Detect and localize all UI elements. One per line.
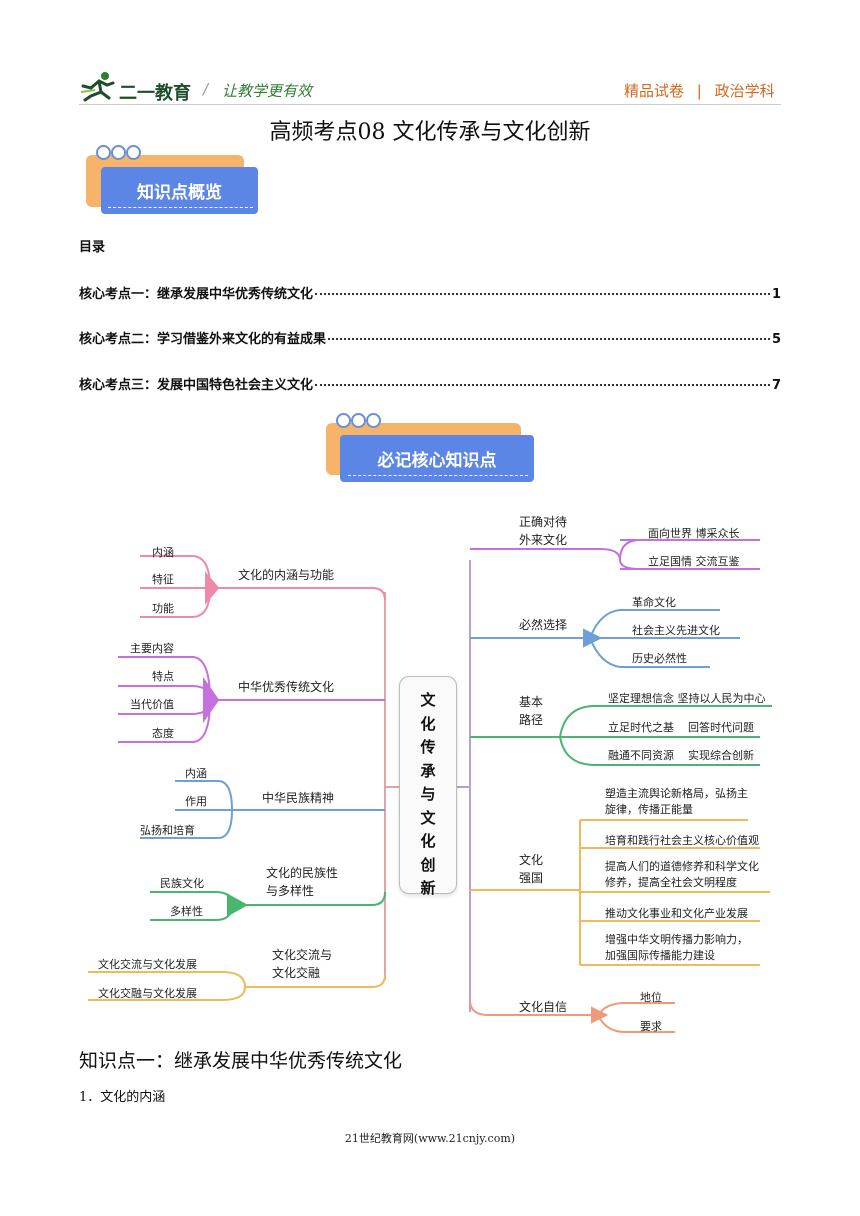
toc-item[interactable]: 核心考点三：发展中国特色社会主义文化 7 — [79, 374, 781, 393]
ring-icon — [96, 145, 111, 160]
badge-core: 必记核心知识点 — [326, 413, 538, 485]
mindmap-leaf: 弘扬和培育 — [140, 824, 195, 837]
mindmap-branch: 正确对待外来文化 — [519, 515, 568, 547]
mindmap-leaf: 态度 — [152, 727, 174, 740]
mindmap-leaf: 面向世界 博采众长 — [648, 527, 740, 540]
mindmap-leaf: 坚定理想信念 坚持以人民为中心 — [608, 692, 766, 705]
mindmap-center: 文化传承与文化创新 — [399, 676, 457, 897]
badge-overview-label: 知识点概览 — [101, 167, 258, 214]
ring-icon — [366, 413, 381, 428]
ring-icon — [126, 145, 141, 160]
mindmap-center-label: 文化传承与文化创新 — [420, 691, 436, 897]
toc-item-page: 1 — [771, 287, 781, 302]
mindmap-leaf: 推动文化事业和文化产业发展 — [605, 907, 748, 920]
header-right: 精品试卷 | 政治学科 — [624, 80, 775, 101]
mindmap-branch: 中华优秀传统文化 — [238, 680, 335, 694]
runner-logo-icon — [80, 72, 115, 102]
mindmap-leaf: 立足时代之基 回答时代问题 — [608, 721, 754, 734]
slogan: 让教学更有效 — [222, 82, 313, 100]
mindmap-leaf: 民族文化 — [160, 877, 204, 890]
page-footer: 21世纪教育网(www.21cnjy.com) — [344, 1132, 516, 1145]
toc-item-label: 核心考点二：学习借鉴外来文化的有益成果 — [79, 332, 327, 347]
mindmap-leaf: 培育和践行社会主义核心价值观 — [605, 834, 759, 847]
mindmap-leaf: 革命文化 — [632, 596, 676, 609]
mindmap-leaf: 地位 — [640, 991, 662, 1004]
slash-divider: / — [203, 80, 209, 98]
mindmap-branch: 文化强国 — [519, 853, 544, 885]
mindmap-leaf: 融通不同资源 实现综合创新 — [608, 749, 754, 762]
mindmap-connectors — [88, 539, 772, 1033]
toc-item[interactable]: 核心考点二：学习借鉴外来文化的有益成果 5 — [79, 328, 781, 347]
toc-item-label: 核心考点一：继承发展中华优秀传统文化 — [79, 287, 314, 302]
ring-icon — [351, 413, 366, 428]
mindmap-leaf: 功能 — [152, 602, 174, 615]
mindmap-branch: 文化交流与文化交融 — [272, 948, 333, 980]
badge-core-label: 必记核心知识点 — [340, 435, 534, 482]
toc-heading: 目录 — [79, 240, 106, 255]
mindmap-leaf: 要求 — [640, 1020, 662, 1033]
mindmap-leaf: 社会主义先进文化 — [632, 624, 720, 637]
mindmap-leaf: 文化交融与文化发展 — [98, 987, 197, 1000]
mindmap-leaf: 内涵 — [185, 767, 207, 780]
mindmap-branch: 中华民族精神 — [262, 791, 335, 805]
mindmap-leaf: 特点 — [152, 670, 174, 683]
toc-item-page: 5 — [771, 332, 781, 347]
header-label-b: 政治学科 — [714, 82, 775, 100]
mindmap-branch: 文化的民族性与多样性 — [266, 866, 339, 898]
mindmap-leaf: 内涵 — [152, 546, 174, 559]
mindmap-branch: 必然选择 — [519, 618, 568, 632]
ring-icon — [111, 145, 126, 160]
header: 二一教育 / 让教学更有效 精品试卷 | 政治学科 — [0, 0, 860, 110]
header-label-a: 精品试卷 — [624, 82, 685, 100]
mindmap-branch: 文化自信 — [519, 1000, 568, 1014]
mindmap: 文化传承与文化创新 文化的内涵与功能 内涵 特征 功能 中华优秀传统文化 主要内… — [0, 500, 860, 1040]
mindmap-leaf: 历史必然性 — [632, 652, 687, 665]
mindmap-leaf: 主要内容 — [130, 642, 174, 655]
section-heading: 知识点一：继承发展中华优秀传统文化 — [79, 1050, 403, 1072]
mindmap-leaf: 多样性 — [170, 905, 203, 918]
page-title: 高频考点08 文化传承与文化创新 — [269, 120, 591, 145]
mindmap-leaf: 文化交流与文化发展 — [98, 958, 197, 971]
badge-overview: 知识点概览 — [86, 145, 261, 217]
mindmap-leaf: 立足国情 交流互鉴 — [648, 555, 740, 568]
mindmap-leaf: 作用 — [185, 795, 207, 808]
mindmap-leaf: 塑造主流舆论新格局，弘扬主旋律，传播正能量 — [605, 787, 748, 816]
toc-item-page: 7 — [771, 378, 781, 393]
mindmap-leaf: 当代价值 — [130, 698, 174, 711]
logo-text: 二一教育 — [119, 83, 191, 104]
toc-item-label: 核心考点三：发展中国特色社会主义文化 — [79, 378, 314, 393]
mindmap-branch: 文化的内涵与功能 — [238, 568, 335, 582]
mindmap-leaf: 提高人们的道德修养和科学文化修养，提高全社会文明程度 — [605, 860, 759, 889]
toc-item[interactable]: 核心考点一：继承发展中华优秀传统文化 1 — [79, 283, 781, 302]
subsection-heading: 1．文化的内涵 — [79, 1090, 166, 1105]
header-rule — [79, 104, 781, 105]
mindmap-branch: 基本路径 — [519, 695, 544, 727]
mindmap-leaf: 增强中华文明传播力影响力，加强国际传播能力建设 — [605, 933, 748, 962]
mindmap-leaf: 特征 — [152, 573, 174, 586]
ring-icon — [336, 413, 351, 428]
header-separator: | — [696, 82, 702, 100]
